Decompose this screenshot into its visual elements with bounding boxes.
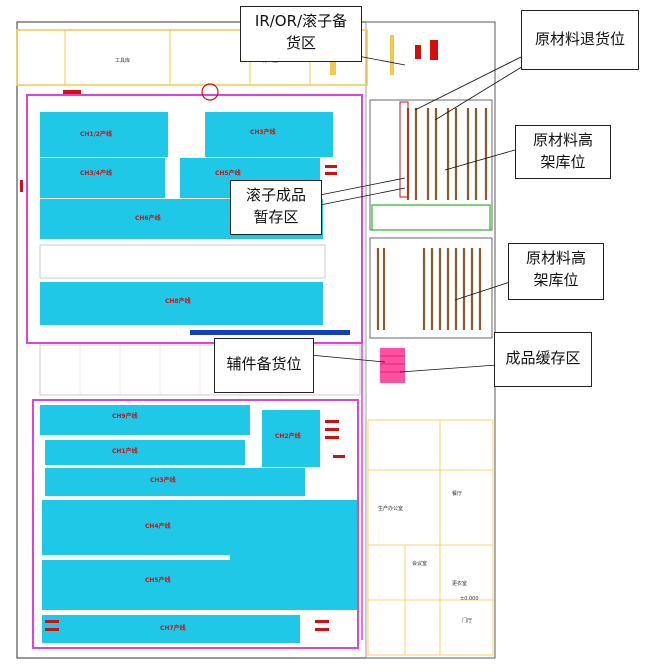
zone-label-9: CH2产线 xyxy=(275,432,301,440)
zone-label-3: CH3/4产线 xyxy=(80,169,112,177)
top-label-1: 工具库 xyxy=(115,57,130,64)
callout-raw-high2: 原材料高 架库位 xyxy=(508,243,604,300)
callout-raw-high1: 原材料高 架库位 xyxy=(515,125,611,179)
zone-label-6: CH8产线 xyxy=(165,297,191,305)
rb-label-5: ±0.000 xyxy=(460,596,479,602)
zone-ch3-upper xyxy=(205,112,333,157)
rack-rows-lower xyxy=(376,248,482,330)
callout-aux-text: 辅件备货位 xyxy=(226,355,302,373)
callout-raw-high2-line1: 原材料高 xyxy=(525,249,586,267)
conveyor xyxy=(190,330,350,335)
zone-label-5: CH6产线 xyxy=(135,214,161,222)
zone-ch12 xyxy=(40,112,168,157)
callout-aux: 辅件备货位 xyxy=(214,338,314,393)
zone-ch5-lower xyxy=(42,560,357,610)
callout-ir-or: IR/OR/滚子备 货区 xyxy=(240,6,362,62)
rack-area-upper xyxy=(369,99,493,231)
marker-circle xyxy=(201,83,219,101)
callout-ir-or-line2: 货区 xyxy=(285,34,316,52)
callout-raw-high1-line1: 原材料高 xyxy=(532,131,593,149)
zone-ch1-lower xyxy=(45,440,245,465)
zone-ch3-lower xyxy=(45,468,305,496)
callout-roller-temp-line2: 暂存区 xyxy=(253,208,299,226)
callout-raw-high2-line2: 架库位 xyxy=(533,271,579,289)
zone-label-4: CH5产线 xyxy=(215,169,241,177)
zone-label-2: CH3产线 xyxy=(250,128,276,136)
zone-label-1: CH1/2产线 xyxy=(80,130,112,138)
zone-ch7-lower xyxy=(42,615,300,643)
zone-label-13: CH7产线 xyxy=(160,624,186,632)
finished-buffer xyxy=(380,348,405,383)
zone-ch5-notch xyxy=(230,540,357,560)
zone-label-8: CH1产线 xyxy=(112,447,138,455)
zone-label-10: CH3产线 xyxy=(150,476,176,484)
rack-rows-upper xyxy=(406,108,488,200)
callout-raw-return: 原材料退货位 xyxy=(521,10,639,70)
green-border xyxy=(371,204,491,231)
rb-label-1: 生产办公室 xyxy=(378,505,403,512)
callout-finished: 成品缓存区 xyxy=(494,332,592,387)
callout-raw-return-text: 原材料退货位 xyxy=(534,30,625,48)
callout-raw-high1-line2: 架库位 xyxy=(540,153,586,171)
zone-label-7: CH9产线 xyxy=(112,412,138,420)
rb-label-4: 更衣室 xyxy=(452,580,467,587)
rb-label-2: 会议室 xyxy=(412,560,427,567)
right-lower-rooms xyxy=(367,419,494,656)
callout-finished-text: 成品缓存区 xyxy=(505,349,581,367)
callout-ir-or-line1: IR/OR/滚子备 xyxy=(254,12,348,30)
zone-ch9 xyxy=(40,405,250,435)
zone-label-11: CH4产线 xyxy=(145,522,171,530)
zone-ch34 xyxy=(40,158,165,198)
corridor-lower xyxy=(32,399,359,649)
rb-label-6: 门厅 xyxy=(462,617,472,624)
callout-roller-temp: 滚子成品 暂存区 xyxy=(230,180,322,235)
rb-label-3: 餐厅 xyxy=(452,490,462,497)
zone-ch8 xyxy=(40,282,323,325)
zone-ch2-lower xyxy=(262,410,320,467)
callout-roller-temp-line1: 滚子成品 xyxy=(245,186,306,204)
zone-label-12: CH5产线 xyxy=(145,576,171,584)
